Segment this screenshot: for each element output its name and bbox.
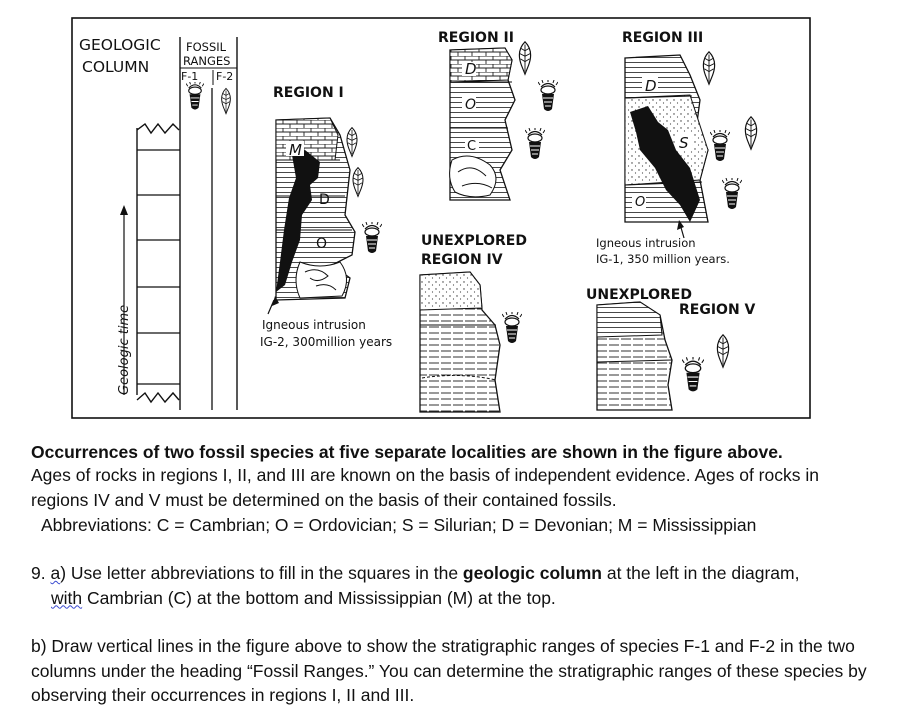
region3-title: REGION III xyxy=(622,30,703,46)
region5-title-2: REGION V xyxy=(679,302,756,318)
question-9b: b) Draw vertical lines in the figure abo… xyxy=(31,634,881,708)
caption-bold: Occurrences of two fossil species at fiv… xyxy=(31,440,881,465)
region2-title: REGION II xyxy=(438,30,514,46)
q9-text2: at the left in the diagram, xyxy=(602,563,799,583)
region3-letter-s: S xyxy=(679,134,689,152)
region3-note-2: IG-1, 350 million years. xyxy=(596,252,730,266)
q9-prefix: 9. xyxy=(31,563,50,583)
region3-letter-o: O xyxy=(635,195,645,210)
region1-letter-o: O xyxy=(316,236,327,252)
region1-title: REGION I xyxy=(273,85,344,101)
region3-letter-d: D xyxy=(645,77,657,95)
f2-label: F-2 xyxy=(216,70,233,83)
region2-letter-d: D xyxy=(465,60,477,78)
q9-text3: Cambrian (C) at the bottom and Mississip… xyxy=(82,588,556,608)
q9-text1: ) Use letter abbreviations to fill in th… xyxy=(60,563,463,583)
region3-note-1: Igneous intrusion xyxy=(596,236,696,250)
geologic-column-header-2: COLUMN xyxy=(82,58,149,76)
caption-body: Ages of rocks in regions I, II, and III … xyxy=(31,463,881,512)
question-9a: 9. a) Use letter abbreviations to fill i… xyxy=(31,561,881,610)
geologic-column-header-1: GEOLOGIC xyxy=(79,36,161,54)
geologic-time-label: Geologic time xyxy=(117,305,132,395)
q9-with-word: with xyxy=(31,588,82,608)
region5-rock-column xyxy=(597,302,672,410)
q9-bold: geologic column xyxy=(463,563,602,583)
region1-note-2: IG-2, 300million years xyxy=(260,335,392,349)
region1-letter-m: M xyxy=(289,141,302,159)
region5-title-1: UNEXPLORED xyxy=(586,287,692,303)
abbreviations: Abbreviations: C = Cambrian; O = Ordovic… xyxy=(41,513,891,538)
region2-letter-c: C xyxy=(467,139,476,154)
fossil-diagram: GEOLOGIC COLUMN FOSSIL RANGES F-1 F-2 Ge… xyxy=(0,0,898,430)
region1-rock-column xyxy=(276,118,355,300)
region4-title-1: UNEXPLORED xyxy=(421,233,527,249)
region2-letter-o: O xyxy=(465,97,476,113)
q9-part-letter: a xyxy=(50,563,60,583)
region1-letter-d: D xyxy=(319,192,330,208)
fossil-ranges-header-2: RANGES xyxy=(183,54,230,68)
f1-label: F-1 xyxy=(181,70,198,83)
region1-note-1: Igneous intrusion xyxy=(262,318,366,332)
region4-title-2: REGION IV xyxy=(421,252,503,268)
fossil-ranges-header-1: FOSSIL xyxy=(186,40,227,54)
